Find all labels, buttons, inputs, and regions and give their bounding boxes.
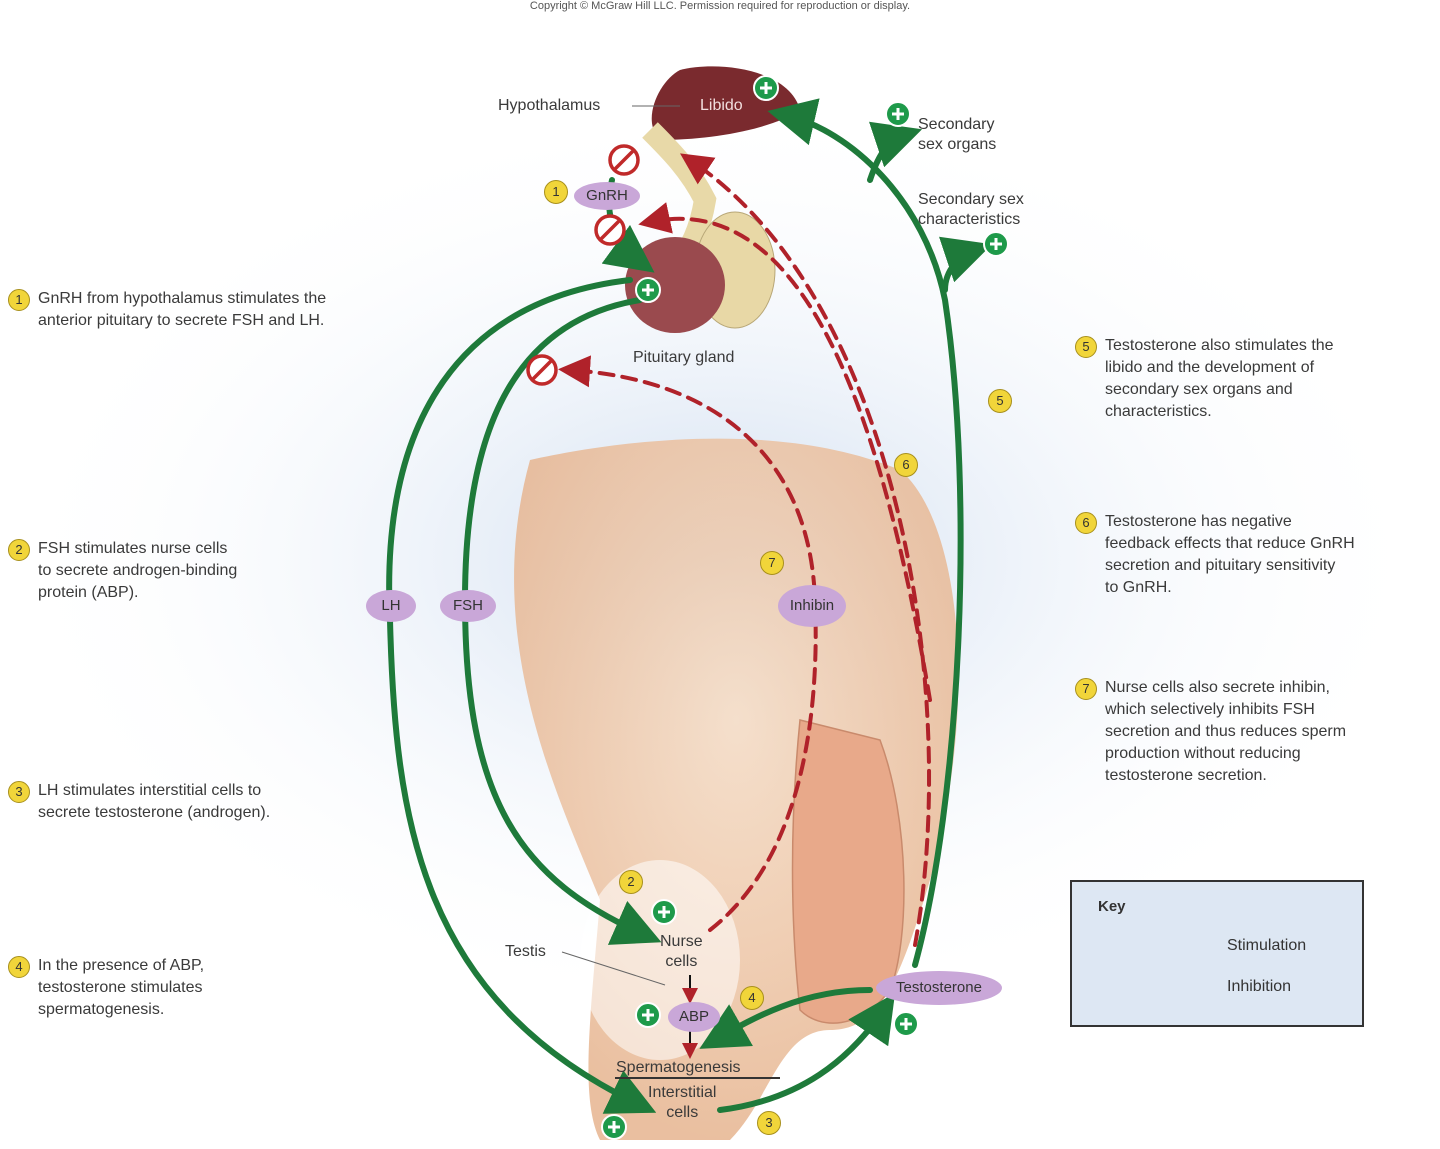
stimulation-icon [635,277,661,303]
testosterone-pill: Testosterone [876,971,1002,1005]
interstitial-cells-label: Interstitial cells [648,1084,717,1121]
step-text: In the presence of ABP, testosterone sti… [38,957,205,1018]
copyright-notice: Copyright © McGraw Hill LLC. Permission … [529,0,911,12]
step-text: FSH stimulates nurse cells to secrete an… [38,540,238,601]
diagram-badge-2: 2 [619,870,643,894]
stimulation-icon [983,231,1009,257]
stimulation-icon [635,1002,661,1028]
step-badge: 1 [8,289,30,311]
inhibition-icon [608,144,640,176]
secondary-sex-characteristics-label: Secondary sex characteristics [918,191,1024,228]
hypothalamus-label: Hypothalamus [498,97,601,114]
step-badge: 3 [8,781,30,803]
step-6: 6 Testosterone has negative feedback eff… [1075,511,1355,599]
key-stimulation-label: Stimulation [1227,937,1307,954]
step-3: 3 LH stimulates interstitial cells to se… [8,780,270,824]
libido-label: Libido [700,97,743,114]
stimulation-icon [601,1114,627,1140]
stimulation-icon [651,899,677,925]
inhibition-symbols [526,144,640,386]
inhibition-icon [594,214,626,246]
step-4: 4 In the presence of ABP, testosterone s… [8,955,204,1021]
key-inhibition-label: Inhibition [1227,978,1292,995]
lh-pill: LH [366,590,416,622]
step-7: 7 Nurse cells also secrete inhibin, whic… [1075,677,1346,787]
testosterone-main-arrow [767,98,964,968]
penis-cross-section [791,719,905,1024]
step-text: Testosterone has negative feedback effec… [1105,513,1355,596]
legend-key: Key Stimulation Inhibition [1070,880,1364,1027]
diagram-badge-6: 6 [894,453,918,477]
stimulation-icon [885,101,911,127]
secondary-organs-arrow [867,121,923,183]
diagram-badge-1: 1 [544,180,568,204]
step-text: LH stimulates interstitial cells to secr… [38,782,271,821]
inhibition-icon [526,354,558,386]
step-badge: 2 [8,539,30,561]
feedback-to-pituitary-arrow [638,202,932,702]
step-badge: 4 [8,956,30,978]
step-1: 1 GnRH from hypothalamus stimulates the … [8,288,326,332]
stimulation-symbols [601,75,1009,1140]
step-badge: 6 [1075,512,1097,534]
diagram-badge-3: 3 [757,1111,781,1135]
step-badge: 5 [1075,336,1097,358]
gnrh-pill: GnRH [574,182,640,210]
step-5: 5 Testosterone also stimulates the libid… [1075,335,1334,423]
diagram-badge-5: 5 [988,389,1012,413]
interstitial-to-testosterone-arrow [717,993,896,1113]
step-badge: 7 [1075,678,1097,700]
step-text: GnRH from hypothalamus stimulates the an… [38,290,327,329]
spermatogenesis-label: Spermatogenesis [616,1059,741,1076]
testosterone-to-abp-arrow [699,987,873,1049]
step-text: Testosterone also stimulates the libido … [1105,337,1334,420]
stimulation-icon [893,1011,919,1037]
stimulation-arrows [386,98,993,1114]
secondary-sex-organs-label: Secondary sex organs [918,116,997,153]
testis-leader [561,951,666,986]
step-2: 2 FSH stimulates nurse cells to secrete … [8,538,237,604]
diagram-badge-7: 7 [760,551,784,575]
testis-label: Testis [505,943,546,960]
step-text: Nurse cells also secrete inhibin, which … [1105,679,1347,784]
lh-arrow [386,277,657,1114]
pituitary-gland-label: Pituitary gland [633,349,735,366]
diagram-badge-4: 4 [740,986,764,1010]
stimulation-icon [753,75,779,101]
nurse-cells-label: Nurse cells [660,933,703,970]
secondary-characteristics-arrow [938,236,993,293]
abp-pill: ABP [668,1002,720,1032]
fsh-pill: FSH [440,590,496,622]
inhibin-pill: Inhibin [778,585,846,627]
key-title: Key [1098,898,1126,915]
feedback-to-hypothalamus-arrow [680,153,932,947]
